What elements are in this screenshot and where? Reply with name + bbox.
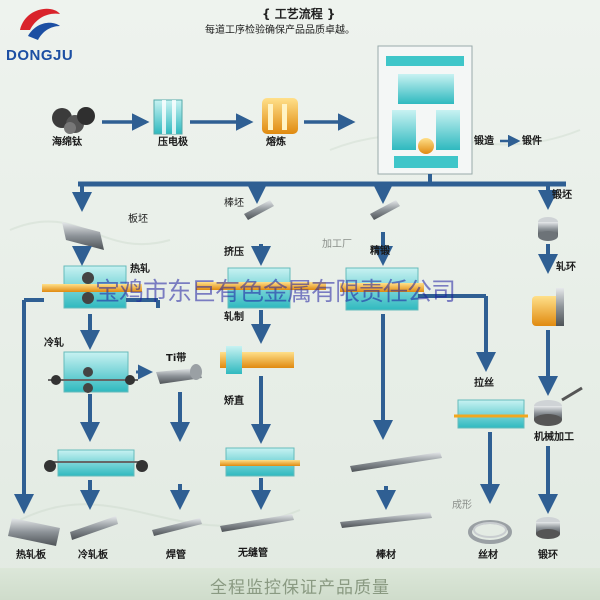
cold-rolled-plate-icon (70, 516, 118, 540)
label-cold-rolled-plate: 冷轧板 (78, 550, 108, 561)
bar-stock-icon (350, 452, 442, 472)
label-electrode-press: 压电极 (158, 137, 188, 148)
label-bar-stock: 棒材 (376, 550, 396, 561)
page-title: { 工艺流程 } (262, 7, 336, 21)
electrode-press-icon (153, 99, 183, 135)
label-welded-pipe: 焊管 (166, 550, 186, 561)
straightening-machine-icon (220, 447, 300, 477)
label-forged-ring: 锻环 (538, 550, 558, 561)
sponge-titanium-icon (52, 107, 95, 134)
label-cold-rolling: 冷轧 (44, 338, 64, 349)
label-ring-blank: 锻坯 (552, 190, 572, 201)
label-hot-rolled-plate: 热轧板 (16, 550, 46, 561)
label-sponge-titanium: 海绵钛 (52, 137, 82, 148)
bar-blank-icon (244, 200, 274, 220)
bar-blank-icon-2 (370, 200, 400, 220)
label-melting: 熔炼 (266, 137, 286, 148)
dongju-logo-icon (20, 8, 60, 40)
label-forging-product: 锻件 (522, 136, 542, 147)
page-subtitle: 每道工序检验确保产品品质卓越。 (205, 25, 355, 36)
label-ti-strip: Ti带 (166, 353, 187, 364)
hot-rolled-plate-icon (8, 518, 60, 546)
extrusion-press-icon (196, 267, 326, 309)
slab-icon (62, 222, 104, 250)
label-hot-rolling: 热轧 (130, 264, 150, 275)
furnace-icon (262, 98, 298, 134)
label-ring-rolling: 轧环 (556, 262, 576, 273)
ring-blank-icon (538, 217, 558, 241)
pipe-welding-icon (44, 449, 148, 477)
label-wire-drawing: 拉丝 (474, 378, 494, 389)
label-precision-forging: 精锻 (370, 246, 390, 257)
brand-name: DONGJU (6, 47, 74, 64)
precision-forging-icon (340, 267, 424, 311)
label-faint-processing: 加工厂 (322, 239, 352, 250)
footer-band (0, 568, 600, 600)
footer-slogan: 全程监控保证产品质量 (210, 578, 390, 598)
label-bar-blank: 棒坯 (224, 198, 244, 209)
forging-press-icon (377, 45, 473, 175)
label-straightening: 矫直 (224, 396, 244, 407)
seamless-pipe-icon (220, 514, 294, 532)
label-faint-forming: 成形 (452, 500, 472, 511)
titanium-strip-coil-icon (156, 364, 202, 384)
wire-drawing-icon (454, 399, 528, 429)
wire-coil-icon (468, 520, 512, 544)
label-slab: 板坯 (128, 214, 148, 225)
cold-rolling-mill-icon (48, 351, 138, 393)
forged-ring-icon (536, 517, 560, 539)
hot-rolling-mill-icon (42, 265, 142, 309)
company-watermark: 宝鸡市东巨有色金属有限责任公司 (95, 277, 456, 306)
label-rolling: 轧制 (224, 312, 244, 323)
label-forging: 锻造 (474, 136, 494, 147)
pipe-rolling-icon (220, 346, 294, 374)
machining-icon (534, 386, 583, 426)
label-wire: 丝材 (478, 550, 498, 561)
label-seamless-pipe: 无缝管 (238, 548, 268, 559)
label-extrusion: 挤压 (224, 247, 244, 258)
welded-pipe-icon (152, 518, 202, 536)
ring-rolling-icon (532, 288, 564, 326)
label-machining: 机械加工 (534, 432, 574, 443)
bar-product-icon (340, 512, 432, 528)
